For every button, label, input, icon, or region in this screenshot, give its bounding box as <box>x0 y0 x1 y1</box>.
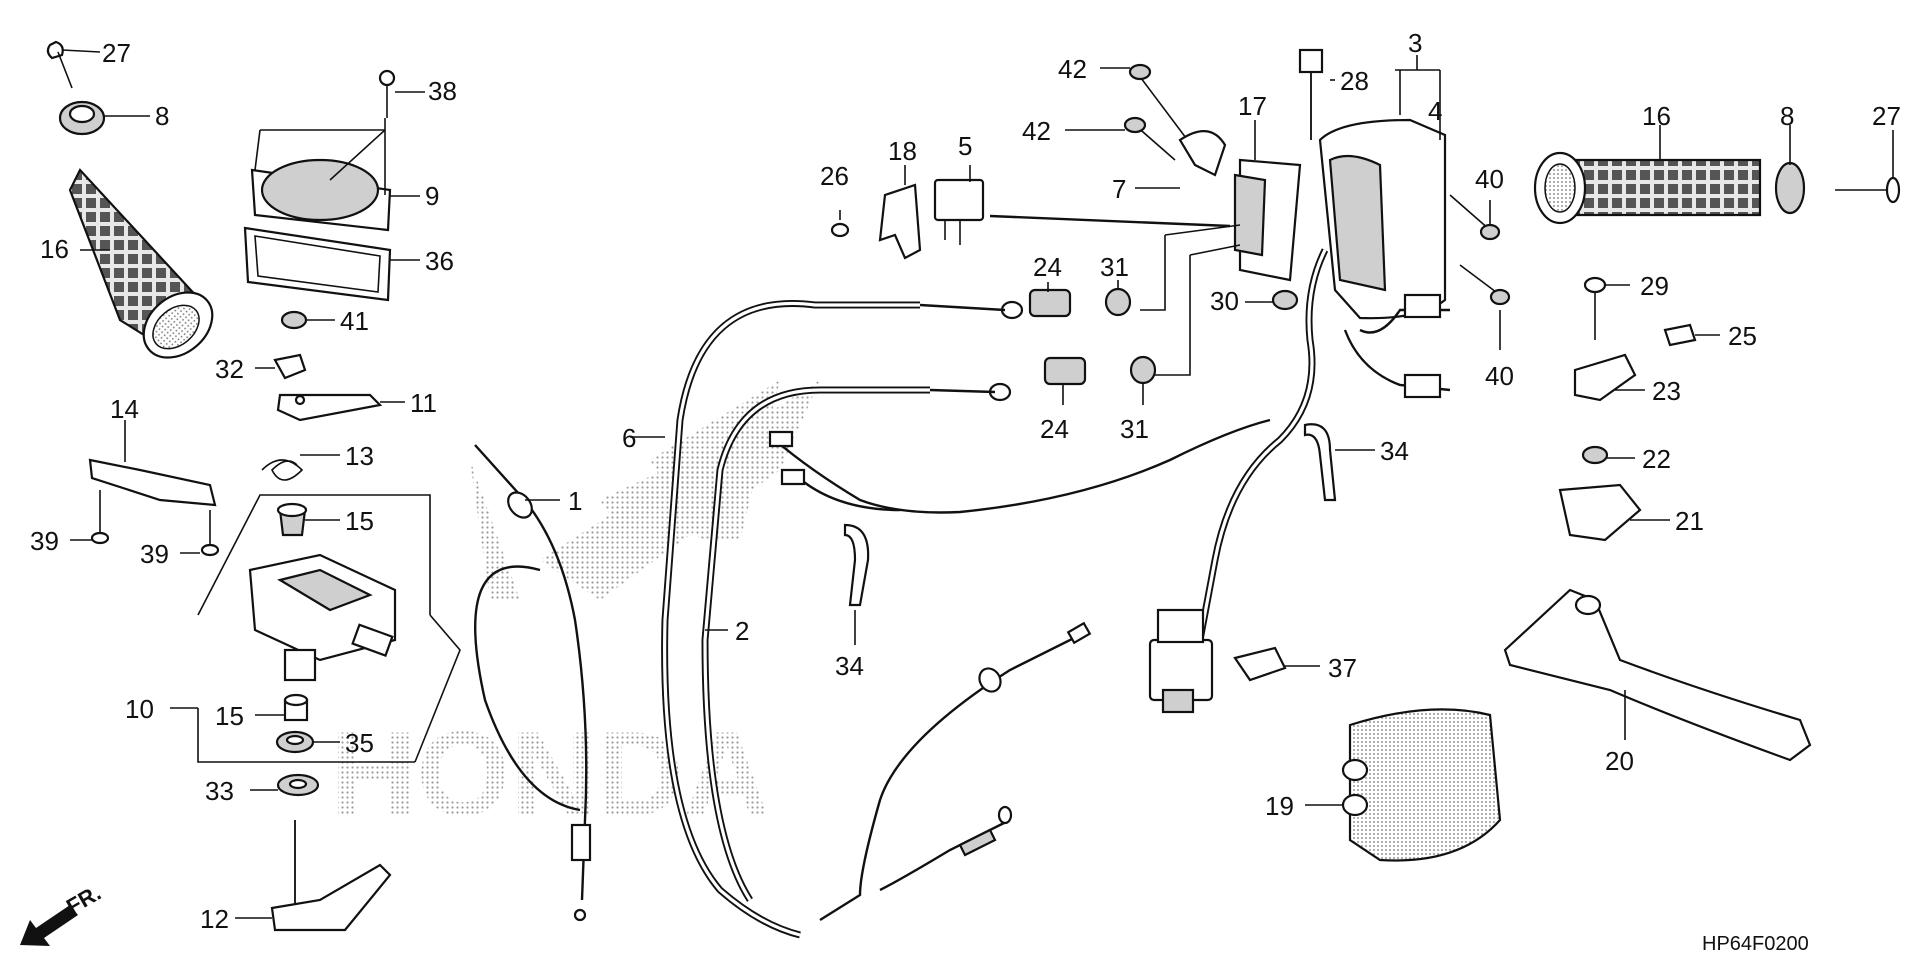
callout-38: 38 <box>428 76 457 106</box>
callout-31-bottom: 31 <box>1120 414 1149 444</box>
callout-3: 3 <box>1408 28 1422 58</box>
callout-12: 12 <box>200 904 229 934</box>
cable-group <box>474 214 1375 939</box>
callout-40-bottom: 40 <box>1485 361 1514 391</box>
callout-16: 16 <box>40 234 69 264</box>
callout-26: 26 <box>820 161 849 191</box>
callout-29: 29 <box>1640 271 1669 301</box>
callout-13: 13 <box>345 441 374 471</box>
callout-27: 27 <box>102 38 131 68</box>
callout-42-bottom: 42 <box>1022 116 1051 146</box>
callout-11: 11 <box>410 388 437 418</box>
callout-15-bottom: 15 <box>215 701 244 731</box>
callout-36: 36 <box>425 246 454 276</box>
callout-33: 33 <box>205 776 234 806</box>
callout-39-right: 39 <box>140 539 169 569</box>
callout-24-top: 24 <box>1033 252 1062 282</box>
callout-8-right: 8 <box>1780 101 1794 131</box>
callout-25: 25 <box>1728 321 1757 351</box>
callout-4: 4 <box>1428 96 1442 126</box>
callout-14: 14 <box>110 394 139 424</box>
right-lever-group <box>1503 125 1901 762</box>
callout-9: 9 <box>425 181 439 211</box>
callout-31-top: 31 <box>1100 252 1129 282</box>
callout-30: 30 <box>1210 286 1239 316</box>
callout-8: 8 <box>155 101 169 131</box>
callout-24-bottom: 24 <box>1040 414 1069 444</box>
center-switch-group <box>830 48 1511 862</box>
callout-21: 21 <box>1675 506 1704 536</box>
callout-6: 6 <box>622 423 636 453</box>
callout-16-right: 16 <box>1642 101 1671 131</box>
front-direction-arrow: FR. <box>20 880 105 946</box>
callout-34-right: 34 <box>1380 436 1409 466</box>
callout-2: 2 <box>735 616 749 646</box>
left-grip-group <box>46 40 461 932</box>
callout-10: 10 <box>125 694 154 724</box>
callout-39-left: 39 <box>30 526 59 556</box>
callout-41: 41 <box>340 306 369 336</box>
callout-15-top: 15 <box>345 506 374 536</box>
callout-22: 22 <box>1642 444 1671 474</box>
honda-watermark: HONDA <box>330 380 820 841</box>
callout-32: 32 <box>215 354 244 384</box>
callout-19: 19 <box>1265 791 1294 821</box>
callout-37: 37 <box>1328 653 1357 683</box>
callout-5: 5 <box>958 131 972 161</box>
diagram-code: HP64F0200 <box>1702 933 1809 955</box>
callout-27-right: 27 <box>1872 101 1901 131</box>
callout-20: 20 <box>1605 746 1634 776</box>
callout-40-top: 40 <box>1475 164 1504 194</box>
callout-34-left: 34 <box>835 651 864 681</box>
callout-1: 1 <box>568 486 582 516</box>
callout-7: 7 <box>1112 174 1126 204</box>
callout-35: 35 <box>345 728 374 758</box>
callout-labels: 27 8 16 38 9 36 41 32 11 14 13 39 39 15 … <box>30 28 1901 934</box>
callout-18: 18 <box>888 136 917 166</box>
callout-17: 17 <box>1238 91 1267 121</box>
watermark-text: HONDA <box>330 707 770 841</box>
callout-42-top: 42 <box>1058 54 1087 84</box>
callout-23: 23 <box>1652 376 1681 406</box>
callout-28: 28 <box>1340 66 1369 96</box>
